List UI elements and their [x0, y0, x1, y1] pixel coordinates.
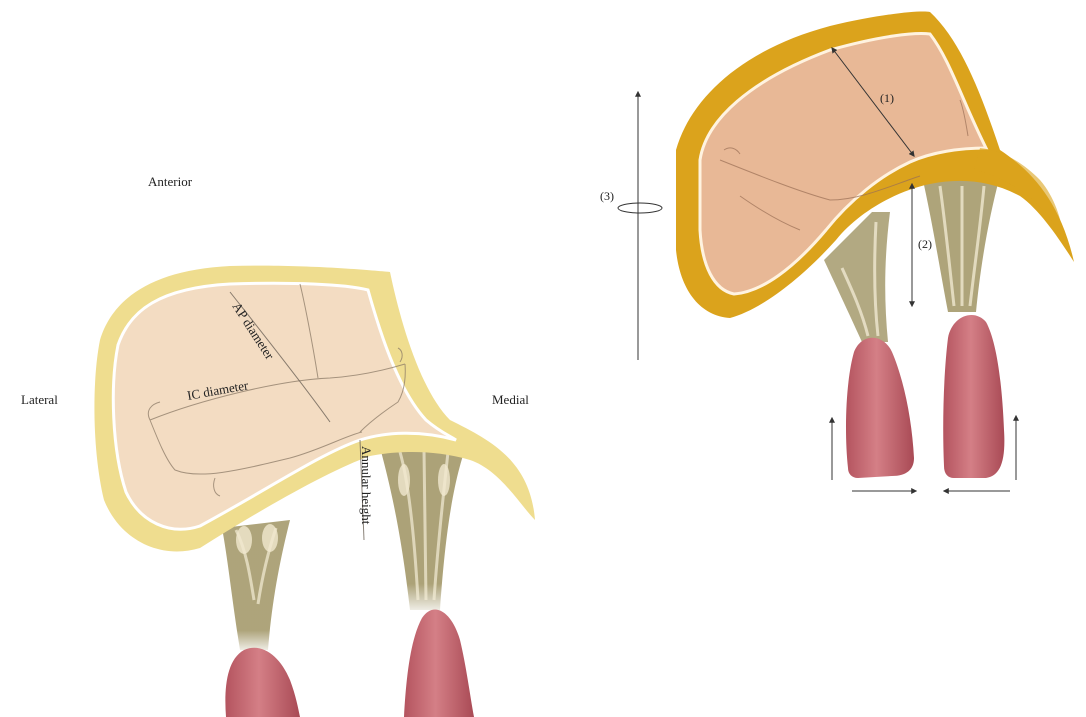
- label-lateral: Lateral: [21, 392, 58, 407]
- label-measure-1: (1): [880, 91, 894, 105]
- label-measure-2: (2): [918, 237, 932, 251]
- right-papillary-muscle-medial: [943, 315, 1004, 478]
- right-diagram: (1) (2) (3): [600, 12, 1074, 491]
- right-chordae-medial: [922, 176, 1000, 312]
- label-medial: Medial: [492, 392, 529, 407]
- label-annular-height: Annular height: [359, 446, 374, 525]
- measure-3-rotation-ring: [618, 203, 662, 213]
- left-chordae-lateral: [222, 520, 290, 650]
- left-papillary-muscle-lateral: [225, 648, 300, 717]
- left-papillary-muscle-medial: [404, 609, 474, 717]
- label-measure-3: (3): [600, 189, 614, 203]
- label-anterior: Anterior: [148, 174, 193, 189]
- right-papillary-muscle-lateral: [846, 338, 914, 478]
- left-diagram: Anterior Lateral Medial AP diameter IC d…: [21, 174, 535, 717]
- left-chordae-medial: [378, 436, 470, 610]
